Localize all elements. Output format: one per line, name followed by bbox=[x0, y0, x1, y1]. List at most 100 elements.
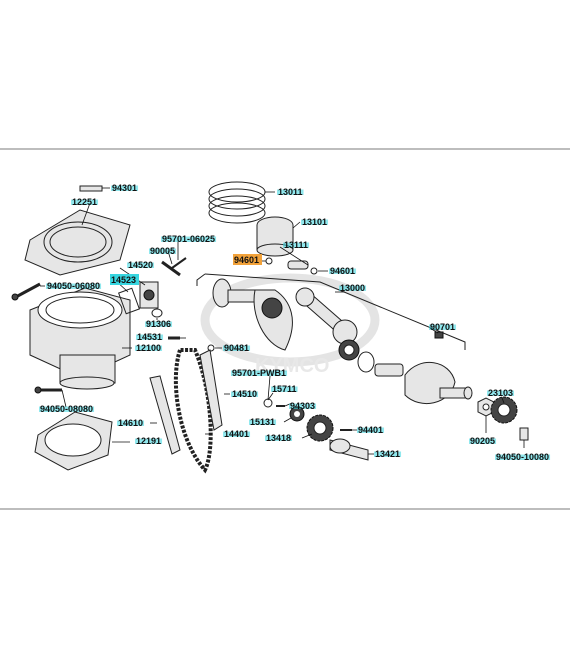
label-13011[interactable]: 13011 bbox=[278, 187, 303, 197]
piston[interactable] bbox=[256, 216, 294, 257]
connecting-rod[interactable] bbox=[295, 287, 358, 345]
label-14510[interactable]: 14510 bbox=[232, 389, 257, 399]
label-95701-06025[interactable]: 95701-06025 bbox=[162, 234, 215, 244]
crankshaft-assembly-bracket[interactable] bbox=[196, 273, 466, 350]
label-94050-10080[interactable]: 94050-10080 bbox=[496, 452, 549, 462]
label-94301[interactable]: 94301 bbox=[112, 183, 137, 193]
highlight-94601-orange bbox=[233, 254, 262, 265]
label-13000[interactable]: 13000 bbox=[340, 283, 365, 293]
label-90701[interactable]: 90701 bbox=[430, 322, 455, 332]
label-90005[interactable]: 90005 bbox=[150, 246, 175, 256]
label-highlight bbox=[231, 370, 288, 376]
label-13111[interactable]: 13111 bbox=[284, 240, 308, 250]
exploded-parts-diagram: KYMCO bbox=[11, 181, 551, 474]
crank-bearing[interactable] bbox=[338, 339, 360, 361]
label-12251[interactable]: 12251 bbox=[72, 197, 97, 207]
label-highlight bbox=[495, 454, 551, 460]
part-labels: 94301 12251 13011 13101 95701-06025 9000… bbox=[39, 183, 551, 462]
label-highlight bbox=[111, 185, 139, 191]
label-highlight bbox=[487, 390, 515, 396]
label-highlight bbox=[135, 438, 163, 444]
label-13418[interactable]: 13418 bbox=[266, 433, 291, 443]
label-15711[interactable]: 15711 bbox=[272, 384, 297, 394]
label-highlight bbox=[117, 420, 145, 426]
bolt-95701-06025[interactable] bbox=[161, 257, 187, 277]
label-94401[interactable]: 94401 bbox=[358, 425, 383, 435]
label-94303[interactable]: 94303 bbox=[290, 401, 315, 411]
bolt-94050-10080[interactable] bbox=[519, 427, 529, 441]
cylinder-head-gasket[interactable] bbox=[24, 209, 131, 276]
label-highlight bbox=[283, 242, 310, 248]
thrust-washer[interactable] bbox=[357, 351, 375, 373]
bolt-94050-08080[interactable] bbox=[34, 386, 62, 394]
label-highlight bbox=[71, 199, 99, 205]
label-highlight bbox=[149, 248, 177, 254]
label-90205[interactable]: 90205 bbox=[470, 436, 495, 446]
highlight-14523 bbox=[110, 274, 139, 285]
label-highlight bbox=[46, 283, 102, 289]
label-highlight bbox=[357, 427, 385, 433]
piston-pin-clip-right[interactable] bbox=[310, 267, 318, 275]
label-highlight bbox=[429, 324, 457, 330]
washer-15711[interactable] bbox=[263, 398, 273, 408]
label-highlight bbox=[265, 435, 293, 441]
label-highlight bbox=[289, 403, 317, 409]
label-highlight bbox=[301, 219, 329, 225]
cylinder-block[interactable] bbox=[29, 287, 131, 390]
cam-chain-tensioner[interactable] bbox=[139, 281, 159, 309]
label-14523[interactable]: 14523 bbox=[111, 275, 136, 285]
label-94601-orange[interactable]: 94601 bbox=[234, 255, 259, 265]
chain-guide-14610[interactable] bbox=[149, 375, 181, 455]
label-highlight bbox=[329, 268, 357, 274]
balancer-gear[interactable] bbox=[306, 414, 334, 442]
primary-drive-gear[interactable] bbox=[490, 396, 518, 424]
label-highlight bbox=[249, 419, 277, 425]
crankshaft-left[interactable] bbox=[212, 278, 293, 351]
label-14520[interactable]: 14520 bbox=[128, 260, 153, 270]
label-12191[interactable]: 12191 bbox=[136, 436, 161, 446]
tensioner-slipper[interactable] bbox=[199, 349, 223, 431]
label-highlight bbox=[223, 345, 251, 351]
label-14610[interactable]: 14610 bbox=[118, 418, 143, 428]
label-highlight bbox=[161, 236, 217, 242]
leader-lines bbox=[40, 187, 525, 455]
cylinder-base-gasket[interactable] bbox=[34, 411, 113, 471]
label-90481[interactable]: 90481 bbox=[224, 343, 249, 353]
label-23103[interactable]: 23103 bbox=[488, 388, 513, 398]
label-94601[interactable]: 94601 bbox=[330, 266, 355, 276]
label-14401[interactable]: 14401 bbox=[224, 429, 249, 439]
bolt-94050-06080[interactable] bbox=[11, 282, 41, 301]
label-14531[interactable]: 14531 bbox=[137, 332, 162, 342]
label-highlight bbox=[145, 321, 173, 327]
label-highlight bbox=[469, 438, 497, 444]
washer-90481[interactable] bbox=[207, 344, 215, 352]
label-highlight bbox=[374, 451, 402, 457]
label-highlight bbox=[127, 262, 155, 268]
label-highlight bbox=[136, 334, 164, 340]
piston-ring-set[interactable] bbox=[208, 181, 266, 224]
balancer-shaft[interactable] bbox=[329, 438, 369, 461]
dowel-pin-94301[interactable] bbox=[79, 185, 103, 192]
label-91306[interactable]: 91306 bbox=[146, 319, 171, 329]
piston-pin[interactable] bbox=[287, 260, 309, 270]
label-highlight bbox=[277, 189, 304, 195]
label-12100[interactable]: 12100 bbox=[136, 343, 161, 353]
label-highlight bbox=[223, 431, 251, 437]
parts-diagram-frame: KYMCO bbox=[0, 148, 570, 510]
crankshaft-right[interactable] bbox=[404, 361, 473, 404]
piston-pin-clip-left[interactable] bbox=[265, 257, 273, 265]
label-highlight bbox=[339, 285, 367, 291]
label-highlight bbox=[39, 406, 95, 412]
tensioner-gasket[interactable] bbox=[118, 287, 140, 315]
o-ring-91306[interactable] bbox=[151, 308, 163, 318]
label-13101[interactable]: 13101 bbox=[302, 217, 327, 227]
label-highlight bbox=[271, 386, 298, 392]
woodruff-key[interactable] bbox=[434, 331, 444, 339]
label-highlight bbox=[135, 345, 163, 351]
label-95701-PWB1[interactable]: 95701-PWB1 bbox=[232, 368, 286, 378]
label-13421[interactable]: 13421 bbox=[375, 449, 400, 459]
label-94050-06080[interactable]: 94050-06080 bbox=[47, 281, 100, 291]
label-15131[interactable]: 15131 bbox=[250, 417, 275, 427]
crank-pin[interactable] bbox=[374, 363, 404, 377]
label-94050-08080[interactable]: 94050-08080 bbox=[40, 404, 93, 414]
